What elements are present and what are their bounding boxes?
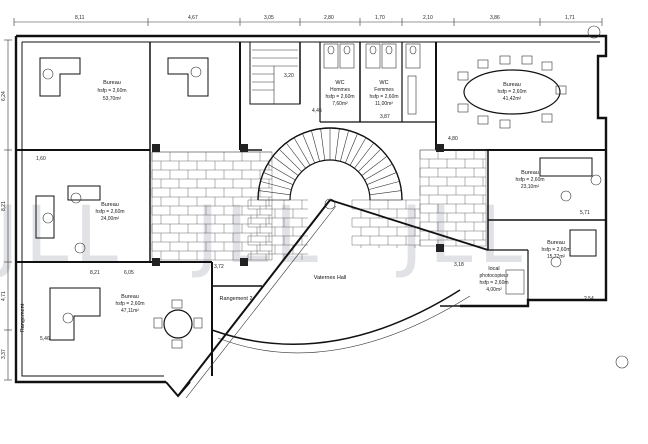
svg-text:WC: WC xyxy=(335,80,344,86)
svg-text:Bureau: Bureau xyxy=(121,294,139,300)
room-label-hall: Vaternes Hall xyxy=(314,275,347,281)
dim-left-4: 3,37 xyxy=(1,349,7,359)
svg-text:WC: WC xyxy=(379,80,388,86)
room-label-bureau-top-left: Bureau hsfp = 2,60m 53,70m² xyxy=(97,80,126,102)
left-dimension-line: 6,24 8,21 4,71 3,37 xyxy=(1,39,12,381)
room-label-wc-femmes: WC Femmes hsfp = 2,60m 11,00m² xyxy=(369,80,398,107)
svg-text:4,00m²: 4,00m² xyxy=(486,287,502,293)
chairs xyxy=(42,66,602,324)
svg-text:hsfp = 2,60m: hsfp = 2,60m xyxy=(115,301,144,307)
room-label-bureau-right-small: Bureau hsfp = 2,60m 15,77m² xyxy=(541,240,570,260)
room-label-bureau-right-mid: Bureau hsfp = 2,60m 23,10m² xyxy=(515,170,544,190)
svg-text:hsfp = 2,60m: hsfp = 2,60m xyxy=(369,94,398,100)
svg-text:3,87: 3,87 xyxy=(380,114,390,120)
svg-text:hsfp = 2,60m: hsfp = 2,60m xyxy=(515,177,544,183)
svg-text:3,18: 3,18 xyxy=(454,262,464,268)
columns xyxy=(152,25,629,369)
svg-text:1,60: 1,60 xyxy=(36,156,46,162)
svg-text:local: local xyxy=(488,266,499,272)
small-stairs xyxy=(252,49,298,104)
hall-arc xyxy=(177,199,489,399)
svg-text:Bureau: Bureau xyxy=(503,82,521,88)
svg-text:24,00m²: 24,00m² xyxy=(101,216,120,222)
svg-text:2,54: 2,54 xyxy=(584,296,594,302)
outer-walls xyxy=(14,34,608,398)
room-label-local-photocopieur: local photocopieur hsfp = 2,60m 4,00m² xyxy=(479,266,508,293)
top-dimension-line: 8,11 4,67 3,05 2,80 1,70 2,10 3,86 1,71 xyxy=(13,15,603,26)
dim-top-3: 3,05 xyxy=(264,15,274,21)
dim-top-2: 4,67 xyxy=(188,15,198,21)
svg-text:41,42m²: 41,42m² xyxy=(503,96,522,102)
wc-cubicles xyxy=(323,43,421,115)
brick-pattern xyxy=(151,149,486,260)
spiral-staircase xyxy=(257,127,403,210)
room-label-rangement: Rangement xyxy=(20,303,26,332)
svg-text:Hommes: Hommes xyxy=(330,87,351,93)
svg-text:hsfp = 2,60m: hsfp = 2,60m xyxy=(97,88,126,94)
dim-top-8: 1,71 xyxy=(565,15,575,21)
dim-left-1: 6,24 xyxy=(1,91,7,101)
svg-text:5,46: 5,46 xyxy=(40,336,50,342)
desks xyxy=(35,57,597,341)
dim-top-1: 8,11 xyxy=(75,15,85,21)
misc-dimensions: 3,20 4,45 3,87 4,80 1,60 8,21 6,05 5,46 … xyxy=(36,73,594,342)
dim-top-6: 2,10 xyxy=(423,15,433,21)
room-label-bureau-bottom-left: Bureau hsfp = 2,60m 47,11m² xyxy=(115,294,144,314)
dim-top-4: 2,80 xyxy=(324,15,334,21)
svg-text:hsfp = 2,60m: hsfp = 2,60m xyxy=(497,89,526,95)
svg-text:23,10m²: 23,10m² xyxy=(521,184,540,190)
svg-text:8,21: 8,21 xyxy=(90,270,100,276)
svg-text:6,05: 6,05 xyxy=(124,270,134,276)
svg-text:Bureau: Bureau xyxy=(521,170,539,176)
svg-text:11,00m²: 11,00m² xyxy=(375,101,393,107)
svg-text:15,77m²: 15,77m² xyxy=(547,254,566,260)
svg-text:47,11m²: 47,11m² xyxy=(121,308,139,314)
conference-table xyxy=(457,55,567,129)
svg-text:3,72: 3,72 xyxy=(214,264,224,270)
svg-text:photocopieur: photocopieur xyxy=(480,273,509,279)
dim-top-7: 3,86 xyxy=(490,15,500,21)
dim-left-2: 8,21 xyxy=(1,201,7,211)
room-label-bureau-left-mid: Bureau hsfp = 2,60m 24,00m² xyxy=(95,202,124,222)
svg-text:3,20: 3,20 xyxy=(284,73,294,79)
round-table xyxy=(153,299,203,349)
room-label-wc-hommes: WC Hommes hsfp = 2,60m 7,60m² xyxy=(325,80,354,107)
svg-text:53,70m²: 53,70m² xyxy=(103,96,122,102)
svg-text:hsfp = 2,60m: hsfp = 2,60m xyxy=(95,209,124,215)
svg-text:7,60m²: 7,60m² xyxy=(332,101,348,107)
svg-text:5,71: 5,71 xyxy=(580,210,590,216)
svg-text:Bureau: Bureau xyxy=(547,240,565,246)
watermark-text: JLL xyxy=(0,191,124,281)
dim-left-3: 4,71 xyxy=(1,291,7,301)
svg-text:hsfp = 2,60m: hsfp = 2,60m xyxy=(479,280,508,286)
dim-top-5: 1,70 xyxy=(375,15,385,21)
room-label-bureau-top-right: Bureau hsfp = 2,60m 41,42m² xyxy=(497,82,526,102)
svg-text:Femmes: Femmes xyxy=(374,87,394,93)
svg-text:Bureau: Bureau xyxy=(103,80,121,86)
svg-text:Bureau: Bureau xyxy=(101,202,119,208)
room-label-rangement-2: Rangement 2 xyxy=(219,296,252,302)
svg-text:4,45: 4,45 xyxy=(312,108,322,114)
svg-text:4,80: 4,80 xyxy=(448,136,458,142)
svg-text:hsfp = 2,60m: hsfp = 2,60m xyxy=(541,247,570,253)
svg-text:hsfp = 2,60m: hsfp = 2,60m xyxy=(325,94,354,100)
